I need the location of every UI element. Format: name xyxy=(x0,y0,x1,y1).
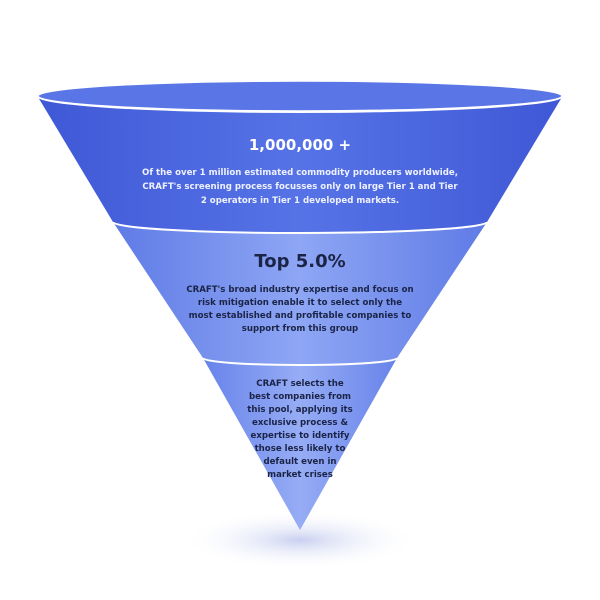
divider-1 xyxy=(112,221,488,234)
tier-2-description: CRAFT's broad industry expertise and foc… xyxy=(186,285,414,334)
tier-1-description: Of the over 1 million estimated commodit… xyxy=(142,168,458,206)
funnel-shadow xyxy=(180,510,420,570)
funnel-top-rim xyxy=(37,80,563,112)
funnel-tier-2-shape xyxy=(113,222,487,365)
tier-2-title: Top 5.0% xyxy=(254,251,346,272)
tier-1-title: 1,000,000 + xyxy=(248,136,352,154)
divider-2 xyxy=(202,357,398,366)
funnel-tier-1-shape xyxy=(38,97,562,233)
funnel-tier-3-shape xyxy=(203,358,397,530)
tier-3-description: CRAFT selects the best companies from th… xyxy=(247,379,353,480)
